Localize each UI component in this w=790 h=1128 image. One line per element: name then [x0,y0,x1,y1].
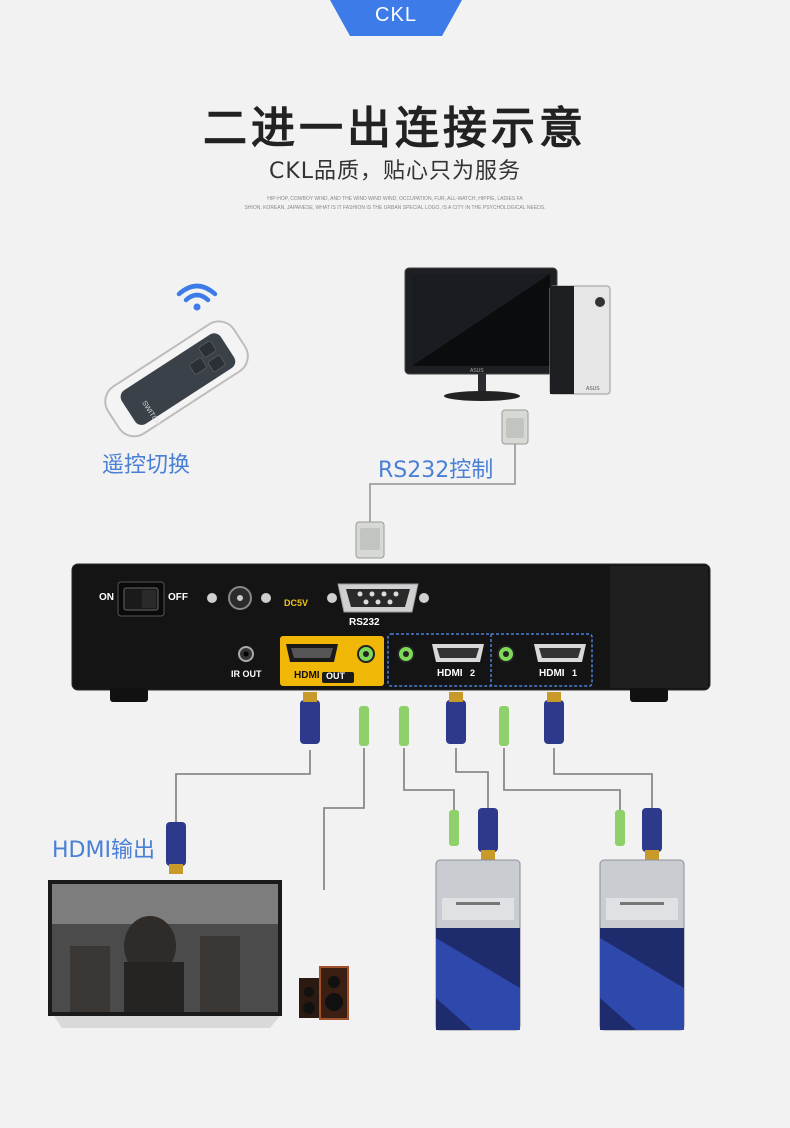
connection-cables [166,692,662,890]
hdmi2-label: HDMI [437,668,463,679]
monitor-brand-text: ASUS [470,368,484,374]
remote-label: 遥控切换 [102,453,191,478]
tagline-line-1: HIP-HOP, COWBOY WIND, AND THE WIND WIND … [267,196,523,202]
hdmi1-label: HDMI [539,668,565,679]
dc5v-label: DC5V [284,598,309,608]
brand-badge [330,0,462,36]
hdmi-output-label: HDMI输出 [52,838,155,863]
television [48,880,282,1028]
brand-badge-text: CKL [375,4,417,26]
rs232-control-label: RS232控制 [378,458,494,483]
ir-out-label: IR OUT [231,669,262,679]
hdmi1-number: 1 [572,668,578,678]
tagline-line-2: SHION, KOREAN, JAPANESE, WHAT IS IT FASH… [244,205,546,211]
rs232-port-label: RS232 [349,617,380,628]
desktop-computer: ASUS ASUS [404,267,611,401]
rs232-cable [355,409,529,559]
svg-text:ASUS: ASUS [586,386,600,392]
computer-tower-1 [599,859,685,1031]
page-title: 二进一出连接示意 [203,103,587,154]
wifi-icon [176,283,218,311]
power-off-label: OFF [168,592,188,603]
kvm-switcher-body [71,563,711,702]
hdmi-plug [300,692,320,744]
hdmi2-number: 2 [470,668,476,678]
computer-tower-2 [435,859,521,1031]
hdmi-out-label: HDMI [294,670,320,681]
remote-control: SWITCH [104,320,249,438]
speakers [299,966,349,1020]
hdmi-out-word: OUT [326,671,345,681]
power-on-label: ON [99,592,114,603]
page-subtitle: CKL品质，贴心只为服务 [268,159,522,184]
